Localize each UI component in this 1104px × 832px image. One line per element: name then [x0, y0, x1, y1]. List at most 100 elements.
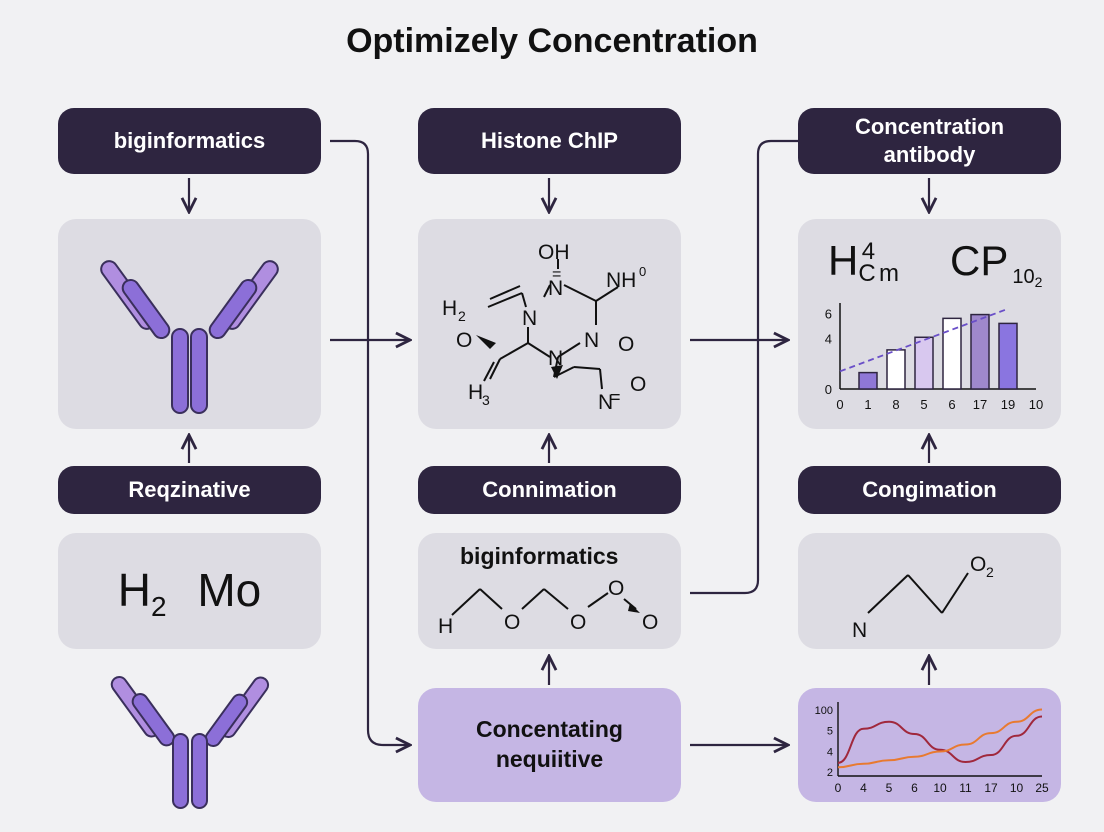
congimation-node: Congimation: [798, 466, 1061, 514]
formula-element: Mo: [197, 564, 262, 616]
node-label: Reqzinative: [128, 477, 251, 502]
bar: [914, 336, 934, 390]
atom-label: O: [970, 553, 986, 576]
chain-molecule: H O O O O: [438, 577, 658, 638]
right-molecule-panel: N O 2: [798, 533, 1061, 649]
molecule-panel: OH = NH 0 H 2 N N O N O N H 3 N O =: [418, 219, 681, 429]
atom-label: H: [442, 297, 457, 320]
antibody-panel: [58, 219, 321, 429]
x-tick-label: 5: [886, 781, 893, 795]
x-tick-label: 25: [1035, 781, 1049, 795]
formula-element: H: [117, 564, 151, 616]
y-tick-label: 5: [827, 726, 833, 738]
node-label-line2: nequiitive: [495, 746, 604, 772]
biginformatics-molecule-panel: biginformatics H O O O O: [418, 533, 681, 649]
bar: [858, 371, 878, 390]
atom-label: O: [504, 611, 520, 634]
formula-element: H: [828, 237, 859, 284]
atom-label: OH: [538, 241, 570, 264]
node-label: Congimation: [862, 477, 997, 502]
x-tick-label: 4: [860, 781, 867, 795]
formula-subscript: m: [879, 260, 900, 287]
atom-label: 2: [458, 308, 466, 324]
x-tick-label: 17: [973, 397, 987, 412]
x-tick-label: 6: [911, 781, 918, 795]
histone-chip-node: Histone ChIP: [418, 108, 681, 174]
atom-label: H: [438, 615, 453, 638]
formula-subscript: C: [858, 260, 876, 287]
x-tick-label: 10: [933, 781, 947, 795]
formula-text: H2 Mo: [58, 563, 321, 623]
x-tick-label: 10: [1010, 781, 1024, 795]
x-tick-label: 19: [1001, 397, 1015, 412]
node-label: biginformatics: [113, 128, 266, 153]
x-tick-label: 10: [1029, 397, 1043, 412]
x-tick-label: 17: [984, 781, 998, 795]
panel-title: biginformatics: [460, 543, 619, 569]
antibody-icon: [100, 260, 279, 414]
x-tick-label: 11: [959, 781, 972, 795]
y-tick-label: 6: [825, 306, 832, 321]
x-tick-label: 0: [836, 397, 843, 412]
atom-label: N: [548, 277, 563, 300]
series-line: [837, 708, 1043, 769]
diagram-title: Optimizely Concentration: [346, 22, 758, 60]
bar: [970, 313, 990, 390]
bar: [886, 349, 906, 390]
formula-element: CP: [950, 237, 1009, 284]
atom-label: N: [598, 391, 613, 414]
atom-label: 2: [986, 564, 994, 580]
antibody-icon: [110, 675, 270, 809]
atom-label: 3: [482, 392, 490, 408]
formula-subscript: 2: [150, 591, 167, 623]
node-label: Histone ChIP: [481, 128, 618, 153]
node-label-line1: Concentating: [476, 716, 623, 742]
atom-label: N: [852, 619, 867, 642]
node-label-line2: antibody: [883, 142, 976, 167]
x-tick-label: 1: [864, 397, 871, 412]
molecule-structure: OH = NH 0 H 2 N N O N O N H 3 N O =: [442, 241, 646, 414]
bar: [942, 317, 962, 390]
concentrating-node: Concentating nequiitive: [418, 688, 681, 802]
bar: [998, 322, 1018, 390]
y-tick-label: 4: [827, 746, 833, 758]
node-label-line1: Concentration: [854, 114, 1005, 139]
x-tick-label: 5: [920, 397, 927, 412]
biginformatics-node: biginformatics: [58, 108, 321, 174]
atom-label: O: [608, 577, 624, 600]
x-tick-label: 6: [948, 397, 955, 412]
x-tick-label: 0: [835, 781, 842, 795]
atom-label: O: [630, 373, 646, 396]
formula-subscript: 10: [1012, 266, 1035, 288]
atom-label: N: [548, 347, 563, 370]
zigzag-molecule: N O 2: [852, 553, 994, 642]
line-chart: 100 5 4 20 4 5 6 10 11 17 10 25: [815, 702, 1049, 795]
double-bond-mark: =: [610, 387, 621, 407]
formula-text: HC4m: [828, 237, 909, 287]
x-tick-label: 8: [892, 397, 899, 412]
atom-label: N: [522, 307, 537, 330]
atom-label: O: [456, 329, 472, 352]
node-label: Connimation: [482, 477, 617, 502]
y-tick-label: 100: [815, 705, 833, 717]
atom-label: N: [584, 329, 599, 352]
series-line: [837, 715, 1043, 764]
formula-superscript: 4: [861, 238, 876, 265]
atom-label: O: [618, 333, 634, 356]
formula-panel: H2 Mo: [58, 533, 321, 649]
atom-label: 0: [639, 264, 646, 279]
formula-subscript: 2: [1034, 274, 1043, 290]
atom-label: NH: [606, 269, 636, 292]
concentration-antibody-node: Concentration antibody: [798, 108, 1061, 174]
reqzinative-node: Reqzinative: [58, 466, 321, 514]
y-tick-label: 4: [825, 332, 832, 347]
atom-label: O: [570, 611, 586, 634]
atom-label: O: [642, 611, 658, 634]
atom-label: H: [468, 381, 483, 404]
y-tick-label: 2: [827, 767, 833, 779]
